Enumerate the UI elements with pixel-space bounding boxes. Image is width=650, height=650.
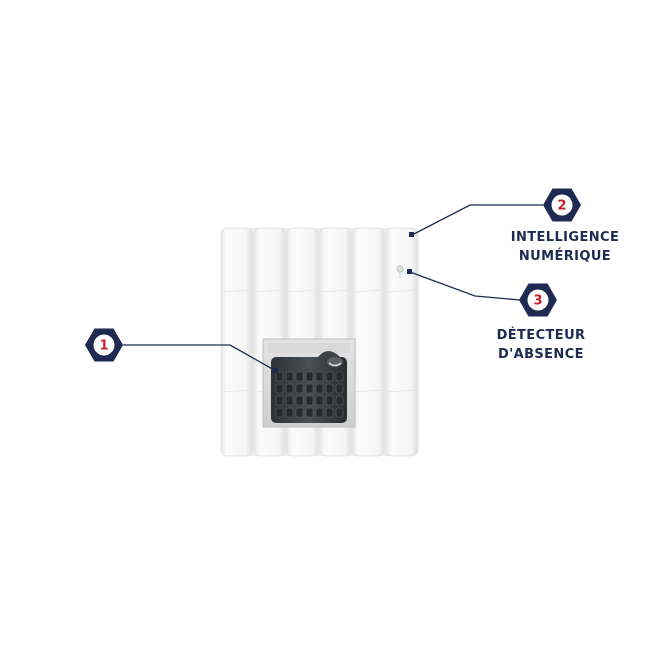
element-stud: [295, 371, 304, 382]
radiator-fin: [352, 227, 385, 457]
element-stud: [315, 371, 324, 382]
leader-line-3: [409, 271, 521, 301]
element-stud: [335, 371, 344, 382]
callout-label-2: INTELLIGENCE NUMÉRIQUE: [506, 228, 624, 266]
badge-number-1: 1: [99, 339, 108, 354]
anchor-dot-2: [409, 232, 414, 237]
element-stud: [295, 383, 304, 394]
leader-lines: [123, 204, 543, 372]
radiator-fin: [385, 227, 418, 457]
element-stud: [285, 371, 294, 382]
badge-number-3: 3: [533, 294, 542, 309]
element-stud: [275, 407, 284, 418]
element-stud: [325, 383, 334, 394]
anchor-dot-3: [407, 269, 412, 274]
element-stud: [275, 383, 284, 394]
element-stud: [295, 395, 304, 406]
element-stud: [305, 395, 314, 406]
element-stud: [305, 383, 314, 394]
badge-number-2: 2: [557, 199, 566, 214]
element-stud: [315, 395, 324, 406]
callout-label-3: DÉTECTEUR D'ABSENCE: [486, 326, 596, 364]
presence-sensor-icon: [396, 265, 404, 278]
callout-label-2-line-2: NUMÉRIQUE: [518, 249, 612, 264]
cutaway-window: [262, 338, 356, 428]
element-stud: [335, 407, 344, 418]
element-stud: [305, 407, 314, 418]
element-stud: [285, 395, 294, 406]
element-stud: [325, 371, 334, 382]
element-stud: [285, 383, 294, 394]
badge-1-hexagon-badge-icon: 1: [85, 328, 123, 362]
callout-label-3-line-2: D'ABSENCE: [498, 347, 584, 362]
element-stud: [295, 407, 304, 418]
callout-label-2-line-1: INTELLIGENCE: [510, 230, 620, 245]
heating-element: [271, 351, 347, 423]
callout-label-3-line-1: DÉTECTEUR: [496, 328, 586, 343]
element-stud: [325, 395, 334, 406]
element-stud: [315, 383, 324, 394]
element-stud: [275, 371, 284, 382]
badge-3-hexagon-badge-icon: 3: [519, 283, 557, 317]
callout-badges: 1 2 3: [85, 188, 581, 362]
radiator: [220, 227, 419, 457]
radiator-fin: [220, 227, 253, 457]
badge-2-hexagon-badge-icon: 2: [543, 188, 581, 222]
anchor-dots: [273, 232, 414, 373]
leader-line-2: [411, 204, 543, 236]
leader-line-1: [123, 344, 277, 372]
element-stud: [315, 407, 324, 418]
element-stud: [305, 371, 314, 382]
anchor-dot-1: [273, 368, 278, 373]
element-stud: [335, 395, 344, 406]
element-stud: [335, 383, 344, 394]
element-stud: [285, 407, 294, 418]
element-stud: [275, 395, 284, 406]
element-stud: [325, 407, 334, 418]
